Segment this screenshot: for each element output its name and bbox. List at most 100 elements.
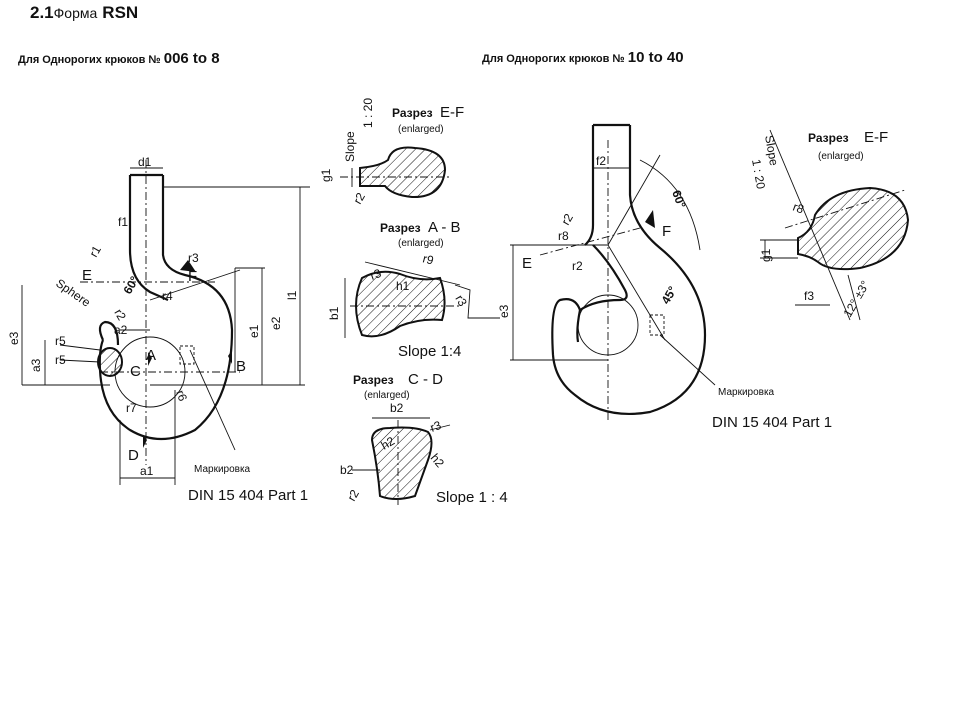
label-a3: a3: [29, 358, 43, 372]
section-ab-r9: r9: [421, 251, 435, 267]
section-ef-right-shape: [797, 186, 910, 271]
section-ef-right: Разрез E-F (enlarged) Slope 1 : 20 r8 g1…: [749, 129, 910, 321]
label-d: D: [128, 447, 139, 464]
label-e2: e2: [269, 316, 283, 330]
right-arrow-f: [645, 210, 655, 228]
right-standard: DIN 15 404 Part 1: [712, 414, 832, 431]
right-leader-45: [607, 244, 666, 341]
label-r4: r4: [162, 289, 173, 303]
left-arrow-f: [180, 260, 196, 272]
right-label-e: E: [522, 255, 532, 272]
section-ab-slope: Slope 1:4: [398, 343, 461, 360]
section-ab-r3: r3: [452, 293, 470, 310]
label-r5: r5: [55, 353, 66, 367]
section-ab: Разрез A - B (enlarged) b1 r3 h1 r9 r3 S…: [327, 219, 500, 360]
section-ef-left-shape: [359, 146, 447, 199]
section-ef-right-letters: E-F: [864, 129, 888, 146]
left-arrow-d: [143, 435, 147, 448]
label-r3: r3: [188, 251, 199, 265]
label-r1: r1: [86, 243, 104, 260]
label-r5-top: r5: [55, 334, 66, 348]
right-label-r2-top: r2: [558, 211, 576, 228]
right-label-e3: e3: [497, 304, 511, 318]
section-ef-right-g1: g1: [759, 248, 773, 262]
section-ab-r3-inner: r3: [368, 266, 383, 283]
left-subtitle: Для Одно­рогих крюков № 006 to 8: [18, 50, 220, 67]
label-a2: a2: [114, 323, 128, 337]
section-ef-left-slope-word: Slope: [343, 131, 357, 162]
section-ef-left: Разрез E-F (enlarged) Slope 1 : 20 g1 r2: [319, 98, 464, 207]
section-ab-r3-leader: [454, 284, 500, 319]
right-marking-box: [649, 314, 665, 336]
label-c: C: [130, 363, 141, 380]
label-r6: r6: [173, 388, 190, 403]
label-f1: f1: [118, 215, 128, 229]
section-word: Форма: [53, 5, 98, 21]
section-ef-right-axis: [784, 189, 906, 229]
section-cd-prefix: Разрез: [353, 373, 394, 387]
left-subtitle-prefix: Для Одно­рогих крюков №: [18, 54, 161, 66]
label-r2: r2: [111, 307, 129, 324]
right-label-r2: r2: [572, 259, 583, 273]
label-r7: r7: [126, 401, 137, 415]
section-ab-shape: [355, 270, 446, 338]
section-cd-letters: C - D: [408, 371, 443, 388]
right-label-angle-45: 45°: [658, 284, 679, 307]
label-d1: d1: [138, 155, 152, 169]
section-cd-b2: b2: [340, 463, 354, 477]
left-arrow-a: [148, 352, 152, 366]
right-label-f: F: [662, 223, 671, 240]
right-label-f2: f2: [596, 154, 606, 168]
section-cd-r3-leader: [429, 424, 451, 431]
left-marking-box: [179, 345, 195, 365]
section-ef-left-note: (enlarged): [398, 124, 444, 135]
section-ab-prefix: Разрез: [380, 221, 421, 235]
left-marking-label: Маркировка: [194, 464, 251, 475]
section-ef-right-slope-line: [769, 129, 851, 321]
left-subtitle-range: 006 to 8: [163, 50, 220, 67]
section-ef-left-slope-ratio: 1 : 20: [361, 98, 375, 128]
section-ef-right-slope-ratio: 1 : 20: [749, 158, 768, 190]
label-e1: e1: [247, 324, 261, 338]
section-cd-shape: [370, 426, 433, 500]
section-ab-h1: h1: [396, 279, 410, 293]
section-cd-note: (enlarged): [364, 390, 410, 401]
right-leader-marking: [659, 334, 716, 386]
left-hook-outline: [98, 175, 234, 440]
section-ab-b1: b1: [327, 306, 341, 320]
page-title: 2.1Форма RSN: [30, 2, 138, 23]
label-f: F: [188, 268, 197, 285]
right-marking-label: Маркировка: [718, 387, 775, 398]
right-subtitle-prefix: Для Одно­рогих крюков №: [482, 53, 625, 65]
section-ef-right-angle: 12° ±3°: [840, 278, 872, 319]
section-cd-r3: r3: [428, 418, 443, 435]
right-hook-tip: [551, 298, 582, 356]
right-subtitle-range: 10 to 40: [627, 49, 684, 66]
right-leader-60: [607, 154, 661, 246]
section-cd-b2-top: b2: [390, 401, 404, 415]
section-ef-left-prefix: Разрез: [392, 106, 433, 120]
label-e: E: [82, 267, 92, 284]
section-ef-right-angle-leader: [847, 274, 861, 321]
label-b: B: [236, 358, 246, 375]
left-leader-r4: [149, 269, 241, 301]
section-number: 2.1: [30, 3, 54, 22]
label-a: A: [146, 347, 156, 364]
left-arrow-b: [228, 350, 232, 364]
section-ab-r9-leader: [364, 261, 461, 286]
section-cd-h2-inner: h2: [379, 434, 398, 453]
label-a1: a1: [140, 464, 154, 478]
section-ef-right-slope-word: Slope: [762, 134, 781, 167]
section-cd-slope: Slope 1 : 4: [436, 489, 508, 506]
label-angle-60: 60°: [120, 274, 141, 297]
left-leader-r5: [59, 344, 101, 363]
section-cd: Разрез C - D (enlarged) b2 b2 h2 h2 r3 r…: [340, 371, 508, 506]
left-standard: DIN 15 404 Part 1: [188, 487, 308, 504]
section-ab-note: (enlarged): [398, 238, 444, 249]
right-angle-arc: [639, 159, 701, 251]
label-l1: l1: [285, 290, 299, 300]
right-hook-drawing: f2 r2 r8 r2 e3 E F 60° 45° Маркировка DI…: [497, 123, 832, 431]
section-ef-right-prefix: Разрез: [808, 131, 849, 145]
left-leader-marking: [189, 349, 236, 451]
